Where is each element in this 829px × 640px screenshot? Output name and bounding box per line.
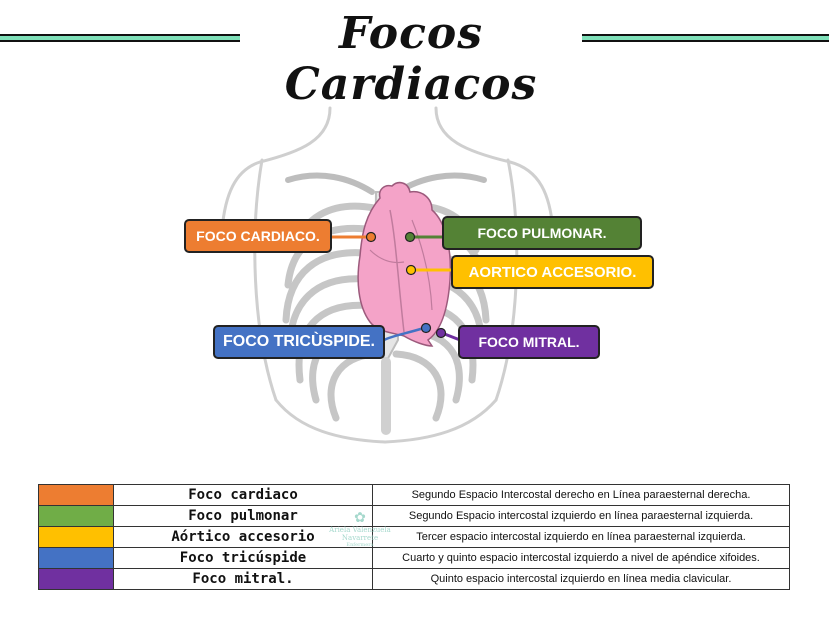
watermark-logo-icon: ✿ [354,510,366,526]
label-foco-pulmonar: FOCO PULMONAR. [442,216,642,250]
watermark: ✿ Ariela Valenzuela Navarrete Enfermera [312,510,408,548]
title-banner [0,30,829,48]
focus-description: Segundo Espacio intercostal izquierdo en… [372,505,790,527]
title-stripe-left [0,34,240,42]
torso-illustration [220,106,555,444]
color-swatch [38,568,114,590]
point-mitral [435,327,447,339]
focus-name: Foco cardiaco [113,484,373,506]
point-cardiaco [365,231,377,243]
focus-name: Foco tricúspide [113,547,373,569]
focus-description: Tercer espacio intercostal izquierdo en … [372,526,790,548]
watermark-role: Enfermera [346,542,374,548]
color-swatch [38,526,114,548]
title-stripe-right [582,34,829,42]
color-swatch [38,505,114,527]
focus-description: Quinto espacio intercostal izquierdo en … [372,568,790,590]
color-swatch [38,547,114,569]
watermark-name: Ariela Valenzuela Navarrete [329,526,391,542]
point-tricuspide [420,322,432,334]
label-foco-cardiaco: FOCO CARDIACO. [184,219,332,253]
focus-description: Cuarto y quinto espacio intercostal izqu… [372,547,790,569]
table-row: Foco tricúspide Cuarto y quinto espacio … [38,547,790,569]
heart-illustration [357,181,452,347]
label-foco-mitral: FOCO MITRAL. [458,325,600,359]
color-swatch [38,484,114,506]
point-aortico [405,264,417,276]
focus-description: Segundo Espacio Intercostal derecho en L… [372,484,790,506]
point-pulmonar [404,231,416,243]
table-row: Foco mitral. Quinto espacio intercostal … [38,568,790,590]
page-title: Focos Cardiacos [284,8,538,110]
table-row: Foco pulmonar Segundo Espacio intercosta… [38,505,790,527]
table-row: Aórtico accesorio Tercer espacio interco… [38,526,790,548]
label-foco-tricuspide: FOCO TRICÙSPIDE. [213,325,385,359]
chest-diagram: FOCO CARDIACO. FOCO PULMONAR. AORTICO AC… [0,100,829,460]
connector-tricuspide [383,326,425,342]
table-row: Foco cardiaco Segundo Espacio Intercosta… [38,484,790,506]
foci-table: Foco cardiaco Segundo Espacio Intercosta… [38,484,790,590]
label-aortico-accesorio: AORTICO ACCESORIO. [451,255,654,289]
focus-name: Foco mitral. [113,568,373,590]
